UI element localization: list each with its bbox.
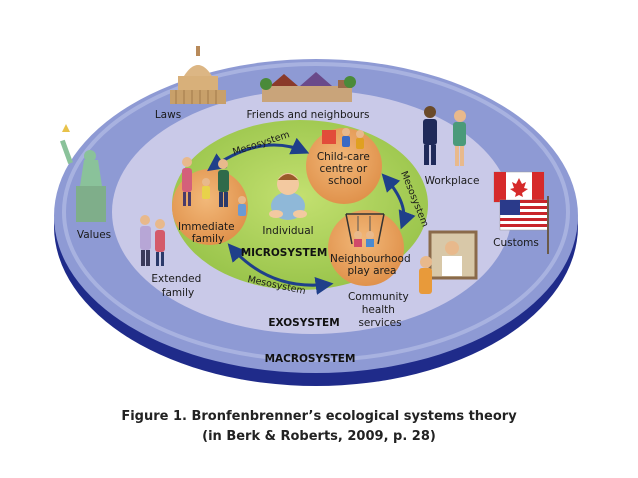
mesosystem-arrow-bottom xyxy=(227,243,334,295)
family-icon xyxy=(182,157,246,216)
playground-icon xyxy=(345,213,385,247)
extended-family-label: Extended family xyxy=(151,273,204,299)
houses-icon xyxy=(260,72,356,102)
play-area-label: Neighbourhood play area xyxy=(330,253,414,277)
community-health-label: Community health services xyxy=(348,291,412,329)
statue-of-liberty-icon xyxy=(60,124,106,222)
laws-label: Laws xyxy=(155,109,181,121)
macrosystem-highlight xyxy=(62,62,570,362)
customs-label: Customs xyxy=(493,237,539,249)
flag-usa-icon xyxy=(499,196,549,254)
immediate-family-label: Immediate family xyxy=(178,221,238,245)
workplace-label: Workplace xyxy=(425,175,480,187)
capitol-icon xyxy=(170,46,226,104)
flag-canada-icon xyxy=(493,171,545,203)
doctor-icon xyxy=(419,230,478,294)
business-people-icon xyxy=(423,106,466,166)
mesosystem-arrow-right xyxy=(381,173,416,230)
macrosystem-label: MACROSYSTEM xyxy=(265,353,356,365)
friends-neighbours-label: Friends and neighbours xyxy=(246,109,369,121)
values-label: Values xyxy=(77,229,111,241)
exosystem-label: EXOSYSTEM xyxy=(268,317,339,329)
extended-family-icon xyxy=(140,215,165,266)
individual-label: Individual xyxy=(262,225,313,237)
children-icon xyxy=(322,128,364,149)
childcare-label: Child-care centre or school xyxy=(317,151,373,187)
figure-caption-line2: (in Berk & Roberts, 2009, p. 28) xyxy=(202,429,436,444)
baby-icon xyxy=(269,173,307,220)
figure-caption-line1: Figure 1. Bronfenbrenner’s ecological sy… xyxy=(121,409,517,424)
microsystem-label: MICROSYSTEM xyxy=(241,247,328,259)
